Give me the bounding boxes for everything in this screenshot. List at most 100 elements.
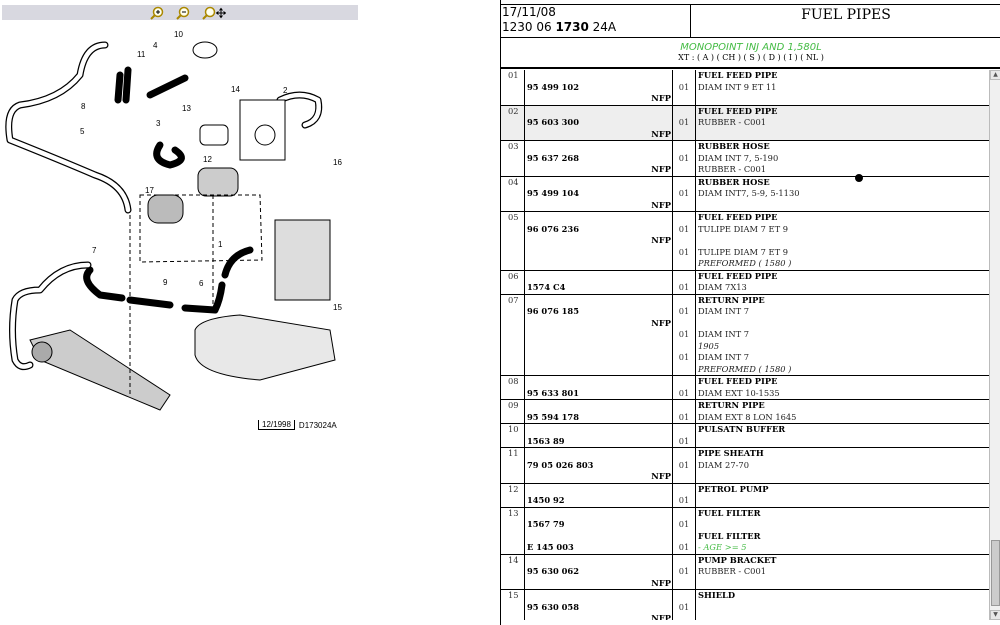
callout-4[interactable]: 4 (153, 41, 158, 50)
part-description: DIAM EXT 8 LON 1645 (698, 411, 797, 422)
quantity (673, 199, 696, 211)
item-index (501, 435, 525, 447)
part-reference: 95 499 104 (525, 188, 673, 200)
part-reference (525, 363, 673, 375)
callout-7[interactable]: 7 (92, 246, 97, 255)
part-description: RUBBER - C001 (698, 117, 766, 127)
scrollbar[interactable]: ▲ ▼ (989, 70, 1000, 620)
callout-14[interactable]: 14 (231, 85, 240, 94)
item-index (501, 246, 525, 258)
item-index (501, 128, 525, 140)
part-reference: 96 076 236 (525, 223, 673, 235)
nfp-flag: NFP (525, 613, 673, 620)
nfp-flag: NFP (525, 235, 673, 247)
callout-13[interactable]: 13 (182, 104, 191, 113)
callout-6[interactable]: 6 (199, 279, 204, 288)
item-index (501, 317, 525, 329)
scroll-thumb[interactable] (991, 540, 1000, 606)
part-description: RETURN PIPE (698, 400, 765, 410)
part-description: PREFORMED ( 1580 ) (698, 363, 792, 374)
callout-12[interactable]: 12 (203, 155, 212, 164)
part-reference (525, 105, 673, 117)
item-index (501, 188, 525, 200)
part-reference (525, 554, 673, 566)
part-description: PETROL PUMP (698, 483, 769, 494)
zoom-in-icon[interactable] (150, 6, 166, 20)
callout-9[interactable]: 9 (163, 278, 168, 287)
callout-3[interactable]: 3 (156, 119, 161, 128)
part-description (696, 495, 989, 507)
part-reference: 1574 C4 (525, 282, 673, 294)
part-reference: 79 05 026 803 (525, 459, 673, 471)
part-description: RUBBER HOSE (698, 141, 770, 151)
quantity: 01 (673, 246, 696, 258)
callout-16[interactable]: 16 (333, 158, 342, 167)
zoom-out-icon[interactable] (176, 6, 192, 20)
xt-codes: XT : ( A ) ( CH ) ( S ) ( D ) ( I ) ( NL… (678, 53, 824, 62)
part-description: - AGE >= 5 (698, 542, 747, 552)
callout-2[interactable]: 2 (283, 86, 288, 95)
part-description: DIAM INT7, 5-9, 5-1130 (698, 188, 800, 198)
callout-8[interactable]: 8 (81, 102, 86, 111)
scroll-down-icon[interactable]: ▼ (990, 610, 1000, 620)
item-index (501, 577, 525, 589)
quantity (673, 400, 696, 412)
part-description (696, 613, 989, 620)
part-reference (525, 352, 673, 364)
part-description: DIAM INT 9 ET 11 (698, 81, 777, 92)
item-index (501, 459, 525, 471)
part-description: DIAM INT 7 (698, 352, 750, 362)
part-reference: 95 633 801 (525, 387, 673, 399)
part-reference: 1567 79 (525, 519, 673, 531)
drawing-reference: D173024A (298, 420, 337, 430)
part-description (696, 436, 989, 448)
quantity (673, 317, 696, 329)
callout-15[interactable]: 15 (333, 303, 342, 312)
part-reference (525, 294, 673, 306)
header-date: 17/11/08 (502, 5, 556, 19)
item-index (501, 329, 525, 341)
variant-header: MONOPOINT INJ AND 1,580L XT : ( A ) ( CH… (501, 38, 1000, 69)
quantity (673, 471, 696, 483)
item-index (501, 471, 525, 483)
part-reference (525, 340, 673, 352)
scroll-up-icon[interactable]: ▲ (990, 70, 1000, 80)
item-index (501, 542, 525, 554)
nfp-flag: NFP (525, 199, 673, 211)
item-index: 06 (501, 270, 525, 282)
callout-11[interactable]: 11 (137, 50, 146, 59)
quantity: 01 (673, 387, 696, 399)
quantity: 01 (673, 542, 696, 554)
quantity (673, 340, 696, 352)
callout-10[interactable]: 10 (174, 30, 183, 39)
callout-17[interactable]: 17 (145, 186, 154, 195)
quantity (673, 176, 696, 188)
quantity: 01 (673, 601, 696, 613)
part-reference: 95 594 178 (525, 411, 673, 423)
quantity (673, 258, 696, 270)
part-reference (525, 329, 673, 341)
pan-zoom-icon[interactable] (202, 6, 226, 20)
quantity (673, 212, 696, 224)
callout-1[interactable]: 1 (218, 240, 223, 249)
item-index: 03 (501, 141, 525, 153)
quantity: 01 (673, 435, 696, 447)
quantity (673, 530, 696, 542)
callout-5[interactable]: 5 (80, 127, 85, 136)
